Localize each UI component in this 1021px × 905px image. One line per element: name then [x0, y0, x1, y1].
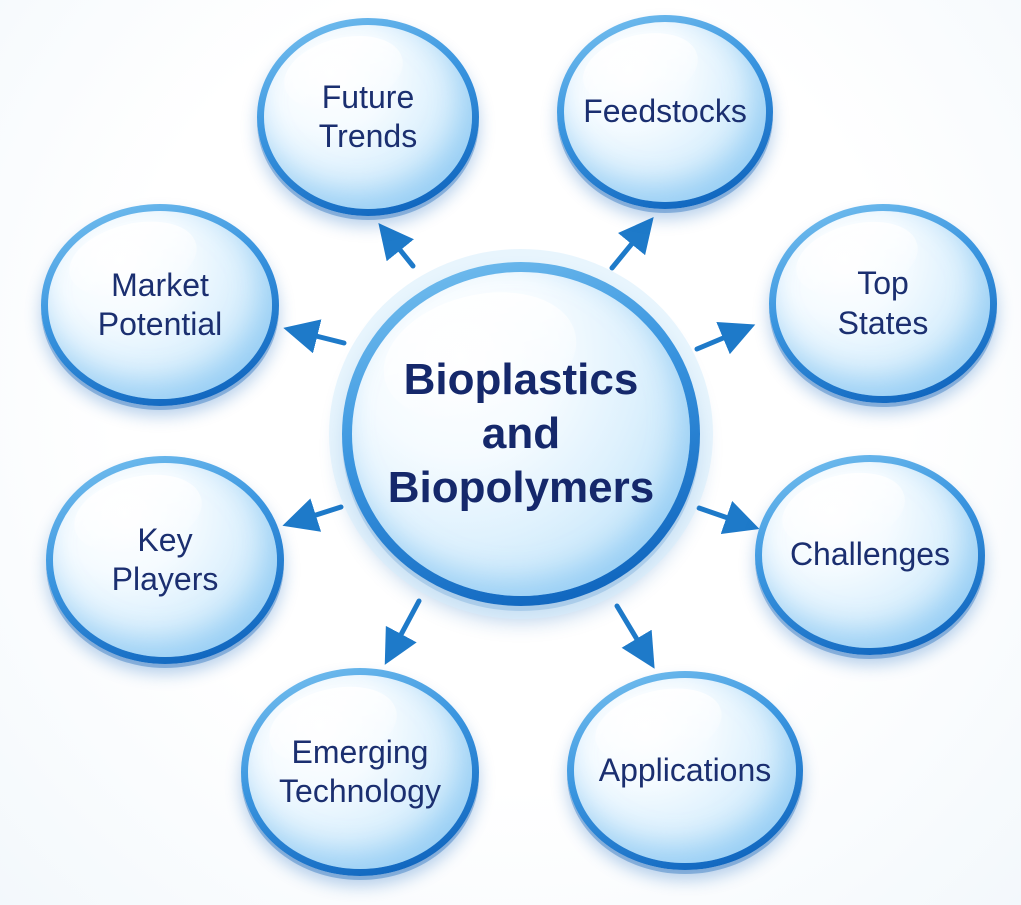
arrow-to-top-states — [694, 321, 756, 355]
node-label: Market Potential — [97, 266, 223, 342]
node-future-trends: Future Trends — [257, 18, 479, 216]
arrow-to-future-trends — [378, 222, 416, 269]
node-label: Feedstocks — [583, 93, 747, 130]
node-surface: Market Potential — [48, 211, 272, 399]
node-key-players: Key Players — [46, 456, 284, 664]
arrow-to-key-players — [282, 498, 344, 532]
node-applications: Applications — [567, 671, 803, 870]
node-challenges: Challenges — [755, 455, 985, 655]
node-label: Future Trends — [318, 78, 418, 154]
arrow-to-challenges — [696, 500, 760, 535]
node-surface: Emerging Technology — [248, 675, 472, 869]
node-label: Bioplastics and Biopolymers — [387, 355, 655, 512]
node-market-potential: Market Potential — [41, 204, 279, 406]
node-center-surface: Bioplastics and Biopolymers — [352, 272, 690, 596]
node-label: Top States — [837, 265, 929, 341]
node-center-topic: Bioplastics and Biopolymers — [342, 262, 700, 606]
node-label: Challenges — [789, 536, 951, 573]
arrow-to-emerging-technology — [384, 598, 422, 665]
node-label: Key Players — [111, 521, 219, 597]
node-surface: Future Trends — [264, 25, 472, 209]
node-surface: Top States — [776, 211, 990, 396]
node-surface: Key Players — [53, 463, 277, 657]
node-surface: Feedstocks — [564, 22, 766, 202]
node-label: Applications — [598, 751, 772, 788]
node-feedstocks: Feedstocks — [557, 15, 773, 209]
arrow-to-applications — [614, 603, 655, 669]
arrow-to-feedstocks — [609, 217, 654, 271]
node-label: Emerging Technology — [279, 733, 441, 809]
node-emerging-technology: Emerging Technology — [241, 668, 479, 876]
arrow-to-market-potential — [283, 319, 347, 354]
node-surface: Applications — [574, 678, 796, 863]
node-surface: Challenges — [762, 462, 978, 648]
node-top-states: Top States — [769, 204, 997, 403]
